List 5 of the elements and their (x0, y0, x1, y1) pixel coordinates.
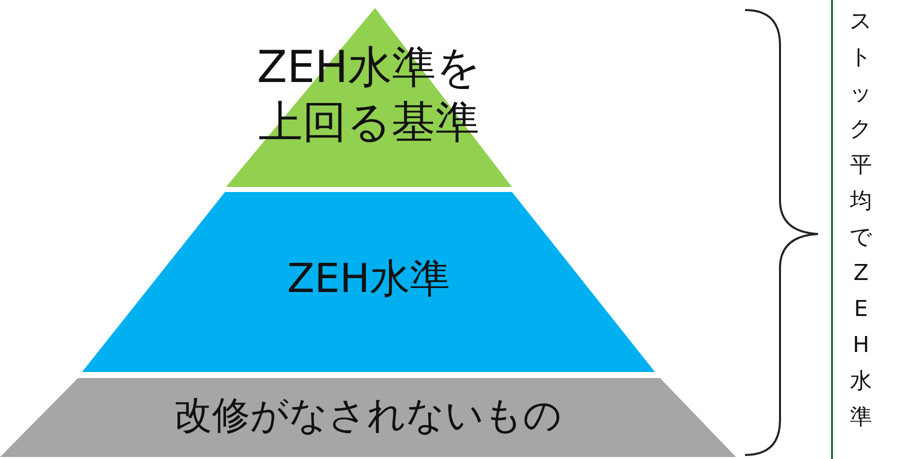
vertical-note: ストック平均でZEH水準 (848, 8, 874, 432)
pyramid-tier (82, 192, 655, 372)
tier-label: ZEH水準 (286, 255, 451, 304)
tier-label: 改修がなされないもの (173, 392, 563, 439)
pyramid-tier (0, 378, 736, 457)
